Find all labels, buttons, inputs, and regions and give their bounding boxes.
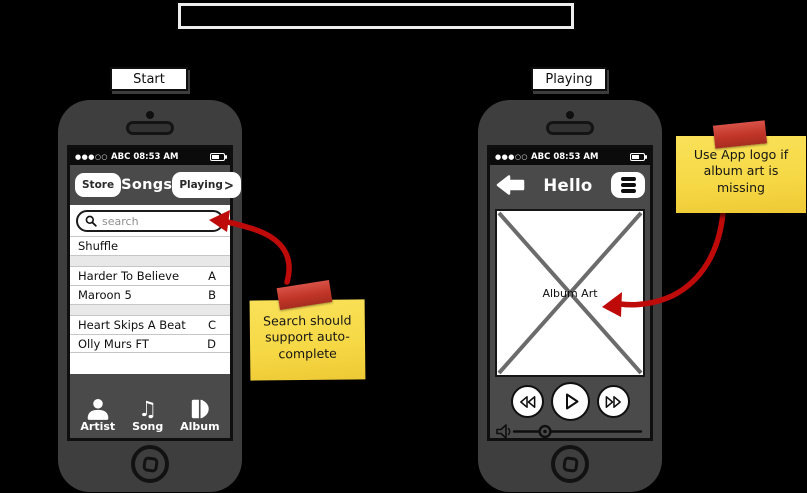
- tab-label: Album: [180, 420, 220, 433]
- clock-label: 08:53 AM: [553, 151, 599, 162]
- battery-icon: [210, 152, 227, 161]
- flow-label-start: Start: [110, 67, 188, 91]
- player-appbar: Hello: [490, 165, 650, 205]
- hamburger-menu-button[interactable]: [611, 172, 645, 198]
- tab-album[interactable]: Album: [180, 398, 220, 433]
- home-button-square: [141, 455, 159, 473]
- search-icon: [85, 215, 97, 227]
- signal-dots-icon: ●●●○○: [75, 152, 109, 161]
- back-arrow-icon[interactable]: [495, 174, 525, 196]
- search-input[interactable]: search: [76, 210, 224, 232]
- player-body: Album Art: [490, 205, 650, 444]
- songs-appbar: Store Songs Playing>: [70, 165, 241, 205]
- earpiece-speaker: [126, 121, 174, 135]
- list-item-shuffle[interactable]: Shuffle: [70, 236, 230, 255]
- index-letter: C: [207, 318, 216, 332]
- search-area: search: [70, 205, 230, 236]
- album-icon: [191, 399, 209, 419]
- store-button[interactable]: Store: [75, 173, 122, 197]
- camera-dot: [566, 111, 574, 119]
- album-art-placeholder: Album Art: [495, 209, 645, 377]
- rewind-button[interactable]: [510, 385, 544, 418]
- play-button[interactable]: [550, 382, 590, 421]
- status-bar: ●●●○○ ABC 08:53 AM: [70, 148, 230, 165]
- playing-button[interactable]: Playing>: [172, 172, 241, 198]
- index-letter: D: [207, 336, 216, 351]
- album-art-label: Album Art: [542, 286, 598, 300]
- playback-controls: [490, 382, 650, 421]
- hamburger-menu-icon: [620, 177, 636, 181]
- status-left: ●●●○○ ABC 08:53 AM: [75, 152, 178, 162]
- play-icon: [565, 393, 578, 410]
- bottom-tab-bar: Artist ♫ Song Album: [70, 374, 230, 438]
- tab-label: Artist: [80, 420, 116, 433]
- earpiece-speaker: [546, 121, 594, 135]
- sticky-note-album: Use App logo if album art is missing: [676, 136, 806, 213]
- status-bar: ●●●○○ ABC 08:53 AM: [490, 148, 650, 165]
- list-section-spacer: [70, 304, 230, 315]
- screen-player: ●●●○○ ABC 08:53 AM Hello: [487, 145, 653, 441]
- status-left: ●●●○○ ABC 08:53 AM: [495, 152, 598, 162]
- index-letter: A: [208, 269, 216, 283]
- signal-dots-icon: ●●●○○: [495, 152, 529, 161]
- phone-start: ●●●○○ ABC 08:53 AM Store Songs Playing>: [58, 100, 242, 492]
- phone-playing: ●●●○○ ABC 08:53 AM Hello: [478, 100, 662, 492]
- carrier-label: ABC: [111, 151, 131, 162]
- clock-label: 08:53 AM: [133, 151, 179, 162]
- fast-forward-button[interactable]: [596, 385, 630, 418]
- tab-artist[interactable]: Artist: [80, 398, 115, 433]
- carrier-label: ABC: [531, 151, 551, 162]
- fast-forward-icon: [605, 395, 621, 408]
- song-icon: ♫: [138, 397, 158, 421]
- artist-icon: [87, 399, 109, 420]
- tab-song[interactable]: ♫ Song: [132, 398, 163, 433]
- tab-label: Song: [132, 420, 164, 433]
- page-title: Songs: [121, 177, 173, 193]
- home-button-square: [561, 455, 579, 473]
- sticky-note-search: Search should support auto- complete: [249, 299, 366, 381]
- page-title: Hello: [543, 175, 593, 195]
- chevron-right-icon: >: [223, 176, 234, 194]
- screen-songs: ●●●○○ ABC 08:53 AM Store Songs Playing>: [67, 145, 241, 441]
- search-placeholder: search: [102, 214, 139, 228]
- camera-dot: [146, 111, 154, 119]
- flow-label-playing: Playing: [531, 67, 607, 91]
- title-box: [178, 3, 574, 29]
- speaker-icon: [496, 424, 511, 439]
- home-button[interactable]: [131, 445, 169, 483]
- rewind-icon: [519, 395, 535, 408]
- volume-slider[interactable]: [495, 423, 646, 444]
- battery-icon: [630, 152, 647, 161]
- home-button[interactable]: [551, 445, 589, 483]
- list-section-spacer: [70, 255, 230, 266]
- index-letter: B: [208, 288, 216, 302]
